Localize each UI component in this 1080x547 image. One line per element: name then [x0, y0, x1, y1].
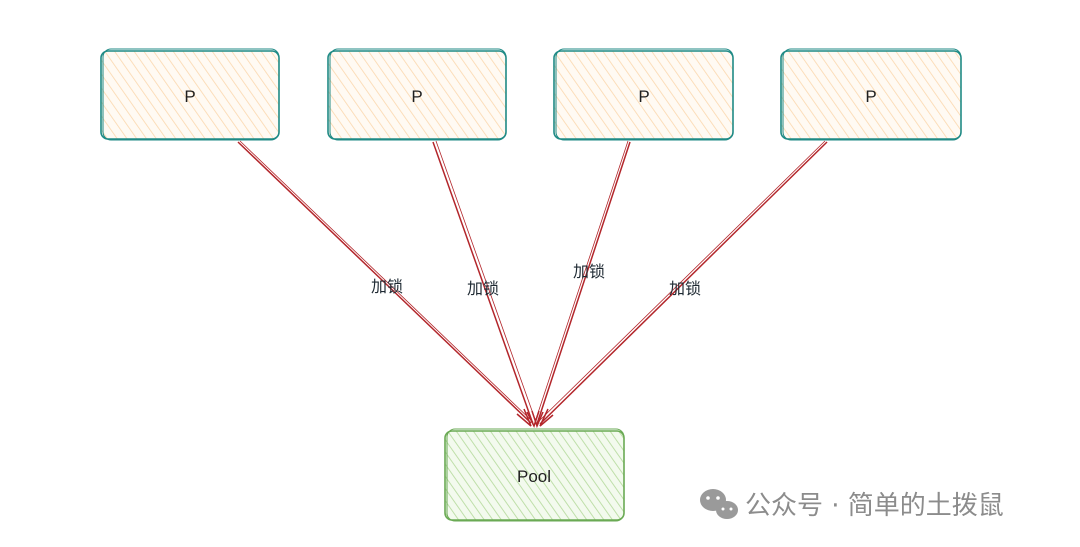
edge-1	[237, 140, 534, 424]
edge-3-label: 加锁	[573, 262, 605, 281]
p-node-2-label: P	[411, 87, 422, 106]
pool-node[interactable]: Pool	[444, 428, 625, 522]
p-node-1-label: P	[184, 87, 195, 106]
edge-2-label: 加锁	[467, 279, 499, 298]
watermark-text: 公众号 · 简单的土拨鼠	[745, 491, 1004, 521]
p-node-3[interactable]: P	[553, 48, 734, 141]
p-node-4-label: P	[865, 87, 876, 106]
p-node-2[interactable]: P	[327, 48, 507, 141]
watermark: 公众号 · 简单的土拨鼠	[700, 489, 1004, 521]
wechat-icon	[700, 489, 738, 519]
edge-3	[534, 140, 631, 425]
arrowheads	[516, 408, 554, 429]
p-node-4[interactable]: P	[780, 48, 962, 141]
pool-node-label: Pool	[517, 467, 551, 486]
edge-4-label: 加锁	[669, 279, 701, 298]
edge-2	[432, 140, 537, 425]
edge-4	[537, 140, 828, 425]
edge-1-label: 加锁	[371, 277, 403, 296]
p-node-1[interactable]: P	[100, 48, 280, 141]
p-node-3-label: P	[638, 87, 649, 106]
